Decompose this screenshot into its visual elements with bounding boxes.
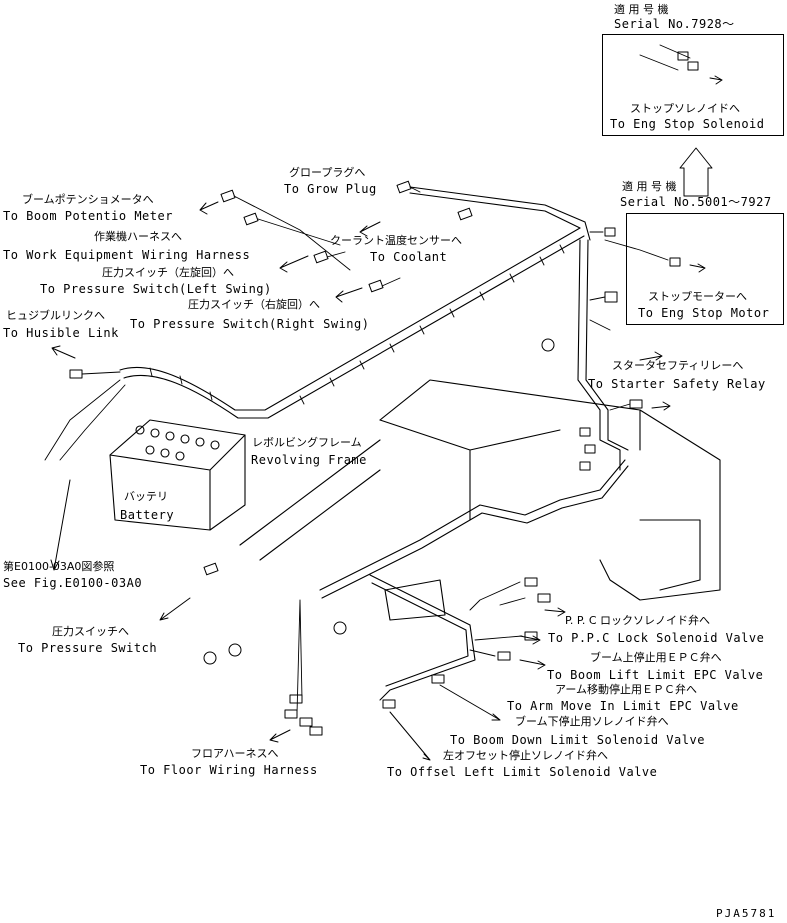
coolant-jp: クーラント温度センサーへ [330,234,462,247]
serial-top-number: Serial No.7928〜 [614,17,735,31]
revolving-jp: レボルビングフレーム [252,436,362,449]
pressure-switch-jp: 圧力スイッチへ [52,625,129,638]
boom-down-jp: ブーム下停止用ソレノイド弁へ [515,715,669,728]
see-fig-en: See Fig.E0100-03A0 [3,576,143,590]
arrows [50,75,723,761]
boom-lift-en: To Boom Lift Limit EPC Valve [547,668,764,682]
battery-en: Battery [120,508,175,522]
work-harness-en: To Work Equipment Wiring Harness [3,248,251,262]
serial-mid-heading: 適 用 号 機 [622,180,677,193]
ps-left-en: To Pressure Switch(Left Swing) [40,282,272,296]
starter-en: To Starter Safety Relay [588,377,766,391]
connectors [69,51,699,736]
harness-segments [149,244,565,405]
starter-jp: スタータセフティリレーへ [612,359,744,372]
lower-harness [319,459,629,599]
coolant-en: To Coolant [370,250,448,264]
serial-mid-number: Serial No.5001〜7927 [620,195,772,209]
serial-7928-box [602,34,784,136]
ps-right-jp: 圧力スイッチ（右旋回）へ [188,298,320,311]
arm-move-jp: アーム移動停止用ＥＰＣ弁へ [555,683,698,696]
husible-jp: ヒュジブルリンクへ [6,309,105,322]
stop-motor-jp: ストップモーターへ [648,290,747,303]
grow-plug-en: To Grow Plug [284,182,377,196]
stop-solenoid-en: To Eng Stop Solenoid [610,117,765,131]
boom-potentio-jp: ブームポテンショメータへ [22,193,154,206]
serial-5001-box [626,213,784,325]
work-harness-jp: 作業機ハーネスへ [94,230,182,243]
main-harness [119,227,585,419]
ppc-jp: P. P. C ロックソレノイド弁へ [565,614,711,627]
pressure-switch-en: To Pressure Switch [18,641,158,655]
floor-en: To Floor Wiring Harness [140,763,318,777]
grow-plug-jp: グロープラグへ [289,166,366,179]
boom-lift-jp: ブーム上停止用ＥＰＣ弁へ [590,651,722,664]
husible-en: To Husible Link [3,326,119,340]
stop-motor-en: To Eng Stop Motor [638,306,770,320]
floor-jp: フロアハーネスへ [191,747,279,760]
frame-outline [239,379,721,621]
offset-jp: 左オフセット停止ソレノイド弁へ [443,749,608,762]
arm-move-en: To Arm Move In Limit EPC Valve [507,699,739,713]
revolving-en: Revolving Frame [251,453,367,467]
drawing-code: PJA5781 [716,907,777,920]
stop-solenoid-jp: ストップソレノイドへ [630,102,740,115]
glow-harness [409,186,591,241]
boom-down-en: To Boom Down Limit Solenoid Valve [450,733,705,747]
valve-branch [369,574,476,701]
serial-top-heading: 適 用 号 機 [614,3,669,16]
see-fig-jp: 第E0100-03A0図参照 [3,560,115,573]
offset-en: To Offsel Left Limit Solenoid Valve [387,765,658,779]
vertical-harness [577,239,629,471]
ppc-en: To P.P.C Lock Solenoid Valve [548,631,765,645]
ps-left-jp: 圧力スイッチ（左旋回）へ [102,266,234,279]
ps-right-en: To Pressure Switch(Right Swing) [130,317,370,331]
boom-potentio-en: To Boom Potentio Meter [3,209,173,223]
battery-jp: バッテリ [124,490,168,503]
battery-outline [109,419,246,531]
leads [44,44,691,715]
